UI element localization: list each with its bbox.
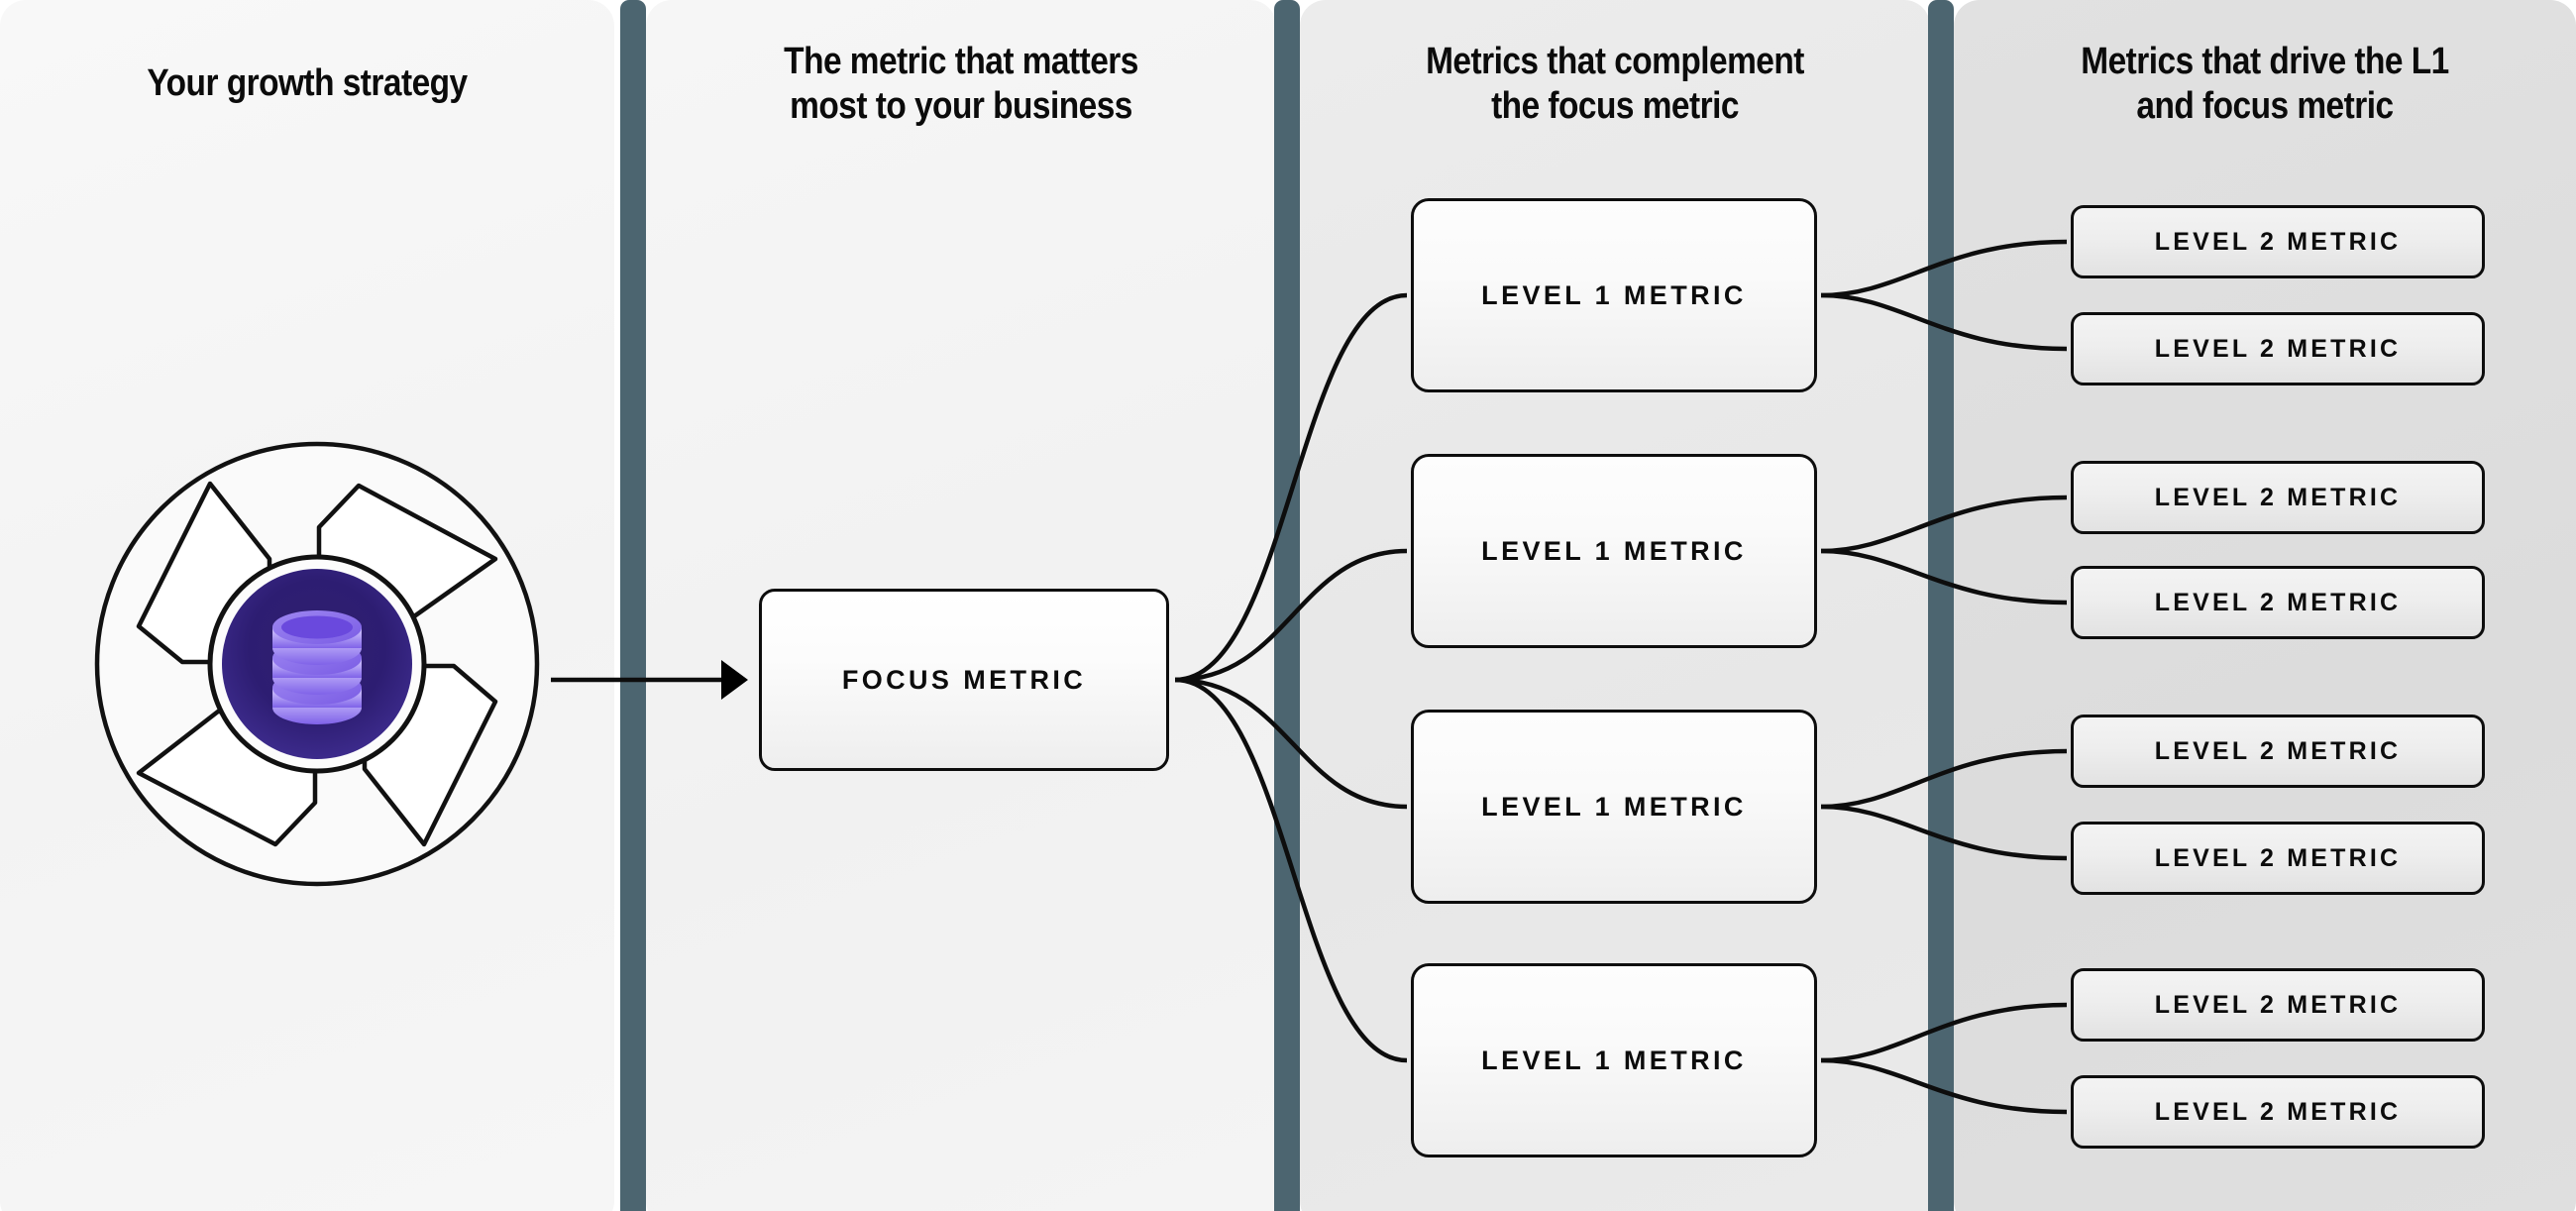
node-level1-metric-1[interactable]: LEVEL 1 METRIC [1411,198,1817,392]
node-level2-metric-4[interactable]: LEVEL 2 METRIC [2071,566,2485,639]
node-level2-metric-7[interactable]: LEVEL 2 METRIC [2071,968,2485,1042]
node-level2-metric-2[interactable]: LEVEL 2 METRIC [2071,312,2485,385]
column-divider-1 [620,0,646,1211]
node-level1-metric-4[interactable]: LEVEL 1 METRIC [1411,963,1817,1157]
column-divider-2 [1274,0,1300,1211]
node-level2-metric-5[interactable]: LEVEL 2 METRIC [2071,715,2485,788]
database-pinwheel-logo [85,432,549,896]
column-divider-3 [1928,0,1954,1211]
node-level1-metric-3[interactable]: LEVEL 1 METRIC [1411,710,1817,904]
node-level1-metric-2[interactable]: LEVEL 1 METRIC [1411,454,1817,648]
column-heading-growth-strategy: Your growth strategy [147,62,468,104]
node-level2-metric-3[interactable]: LEVEL 2 METRIC [2071,461,2485,534]
node-level2-metric-8[interactable]: LEVEL 2 METRIC [2071,1075,2485,1149]
node-level2-metric-1[interactable]: LEVEL 2 METRIC [2071,205,2485,278]
node-focus-metric[interactable]: FOCUS METRIC [759,589,1169,771]
database-stack-icon [272,610,362,724]
node-level2-metric-6[interactable]: LEVEL 2 METRIC [2071,822,2485,895]
